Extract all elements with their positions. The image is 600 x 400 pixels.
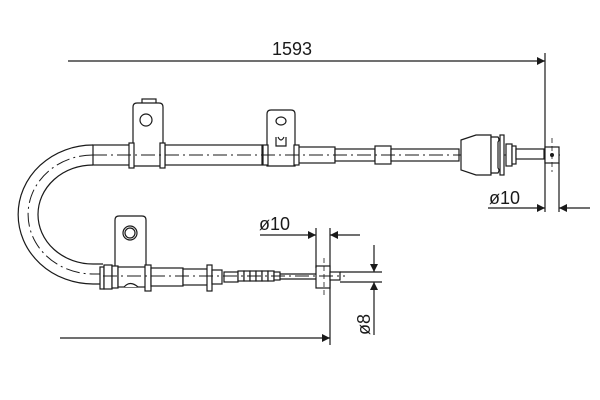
- overall-length-label: 1593: [272, 39, 312, 59]
- mounting-bracket-1: [128, 98, 166, 169]
- right-diameter-dimension: ø10: [488, 163, 590, 212]
- pin-diameter-dimension: ø8: [340, 245, 382, 335]
- left-diameter-dimension: ø10: [259, 214, 360, 268]
- overall-length-dimension: 1593: [68, 39, 546, 212]
- left-diameter-label: ø10: [259, 214, 290, 234]
- right-end-fitting: [460, 134, 560, 176]
- pin-diameter-label: ø8: [354, 314, 374, 335]
- right-diameter-label: ø10: [489, 188, 520, 208]
- cable-sheath-curve: [17, 144, 103, 285]
- mounting-bracket-3: [114, 215, 147, 276]
- mounting-bracket-2: [262, 109, 300, 167]
